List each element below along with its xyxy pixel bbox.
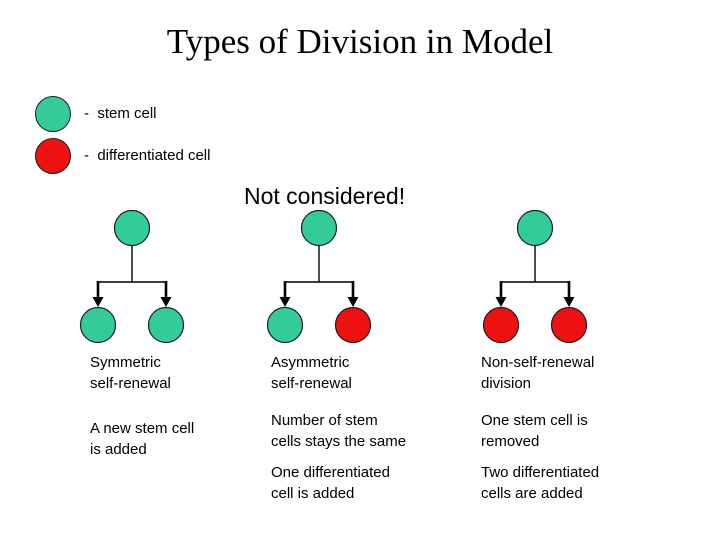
division-tree-graphic xyxy=(266,210,372,344)
division-label-symmetric: Symmetric self-renewal xyxy=(90,354,171,392)
division-diagram-symmetric xyxy=(77,210,187,346)
daughter-cell-right-circle xyxy=(334,306,372,344)
division-connector-arrows xyxy=(279,245,359,307)
daughter-cell-left-circle xyxy=(482,306,520,344)
division-effect-non-self-renewal-2: Two differentiated cells are added xyxy=(481,464,600,502)
daughter-cell-right-circle xyxy=(550,306,588,344)
daughter-cell-left-circle xyxy=(79,306,117,344)
differentiated-cell-swatch-icon xyxy=(35,138,71,174)
division-label-asymmetric: Asymmetric self-renewal xyxy=(271,354,352,392)
division-effect-non-self-renewal-1: One stem cell is removed xyxy=(481,412,588,450)
division-tree-graphic xyxy=(79,210,185,344)
division-tree-graphic xyxy=(482,210,588,344)
daughter-cell-left-circle xyxy=(266,306,304,344)
legend-label-stem-cell: - stem cell xyxy=(84,105,157,122)
division-connector-arrows xyxy=(92,245,172,307)
not-considered-callout: Not considered! xyxy=(244,183,406,209)
parent-cell-circle xyxy=(300,210,338,247)
division-effect-asymmetric-1: Number of stem cells stays the same xyxy=(271,412,407,450)
daughter-cell-right-circle xyxy=(147,306,185,344)
division-connector-arrows xyxy=(495,245,575,307)
division-diagram-non-self-renewal xyxy=(480,210,590,346)
division-diagram-asymmetric xyxy=(264,210,374,346)
parent-cell-circle xyxy=(516,210,554,247)
page-title: Types of Division in Model xyxy=(166,22,554,61)
parent-cell-circle xyxy=(113,210,151,247)
division-effect-asymmetric-2: One differentiated cell is added xyxy=(271,464,390,502)
legend-label-differentiated-cell: - differentiated cell xyxy=(84,147,211,164)
division-effect-symmetric-1: A new stem cell is added xyxy=(90,420,195,458)
stem-cell-swatch-icon xyxy=(35,96,71,132)
division-label-non-self-renewal: Non-self-renewal division xyxy=(481,354,595,392)
